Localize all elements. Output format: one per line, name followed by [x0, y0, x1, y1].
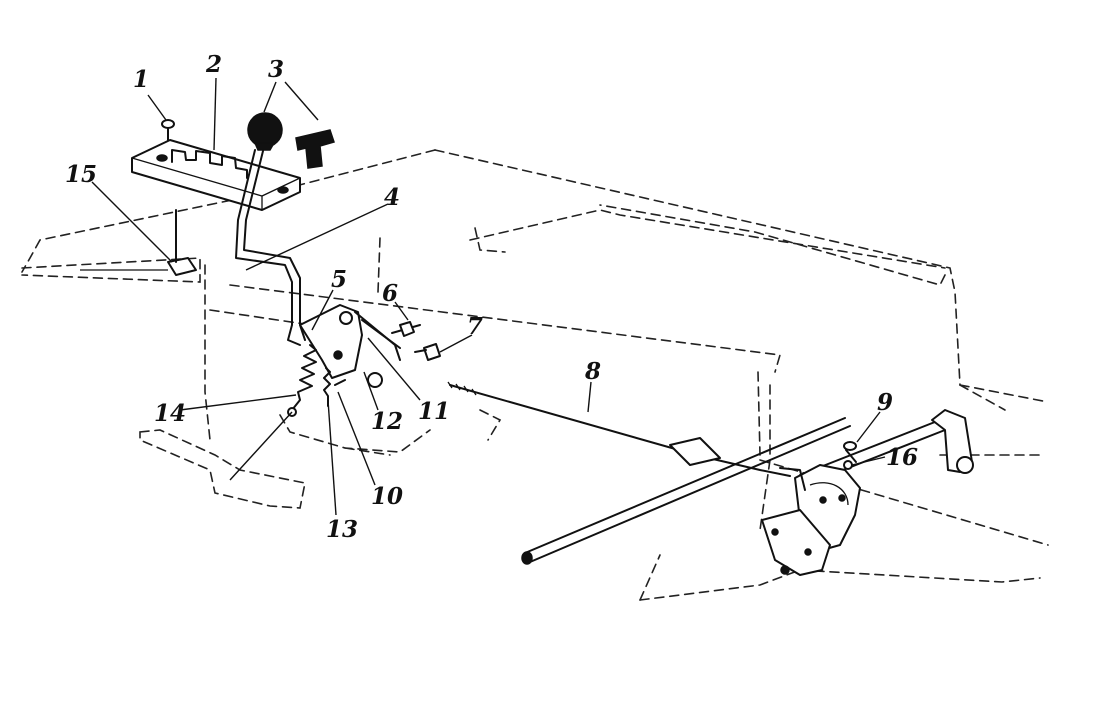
callout-5: 5 — [331, 266, 348, 293]
leader-14b — [229, 411, 293, 481]
leader-10 — [337, 391, 376, 486]
leader-7 — [439, 334, 473, 353]
control-rod — [447, 381, 791, 477]
pivot-link — [299, 304, 401, 388]
callout-15: 15 — [65, 161, 98, 188]
callout-4: 4 — [384, 184, 401, 211]
extension-spring — [287, 344, 317, 417]
leader-14a — [179, 394, 297, 411]
callout-6: 6 — [382, 280, 399, 307]
callout-2: 2 — [206, 51, 223, 78]
t-handle-knob — [295, 129, 335, 169]
callout-7: 7 — [467, 313, 484, 340]
callout-9: 9 — [877, 389, 894, 416]
leader-12 — [363, 371, 379, 411]
shift-knob — [247, 112, 283, 151]
callout-16: 16 — [886, 444, 919, 471]
callout-14: 14 — [154, 400, 187, 427]
leader-15 — [91, 181, 173, 263]
leader-1 — [147, 94, 167, 121]
screw — [161, 119, 175, 141]
leader-4 — [245, 203, 389, 271]
callout-12: 12 — [371, 408, 404, 435]
shift-plate — [131, 139, 301, 211]
small-spring — [323, 367, 331, 407]
callout-10: 10 — [371, 483, 404, 510]
callout-11: 11 — [418, 398, 451, 425]
leader-9 — [856, 411, 881, 443]
leader-3b — [284, 81, 319, 121]
washer — [843, 460, 853, 470]
leader-8 — [587, 381, 592, 413]
leader-3a — [263, 81, 277, 113]
pedal-plate — [761, 464, 861, 576]
cross-shaft — [521, 417, 851, 565]
leader-6 — [394, 301, 409, 321]
mounting-bracket — [80, 209, 197, 276]
leader-16 — [851, 456, 886, 466]
callout-8: 8 — [585, 358, 602, 385]
nut — [414, 343, 441, 361]
callout-13: 13 — [326, 516, 359, 543]
leader-13 — [327, 399, 337, 516]
leader-lines — [91, 77, 886, 516]
clevis-pin — [334, 379, 346, 386]
bolt — [391, 321, 421, 337]
callout-1: 1 — [133, 66, 150, 93]
leader-2 — [213, 77, 217, 151]
cotter-pin — [843, 441, 857, 463]
leader-5 — [311, 289, 334, 331]
leader-11 — [367, 337, 421, 401]
callout-3: 3 — [268, 56, 285, 83]
